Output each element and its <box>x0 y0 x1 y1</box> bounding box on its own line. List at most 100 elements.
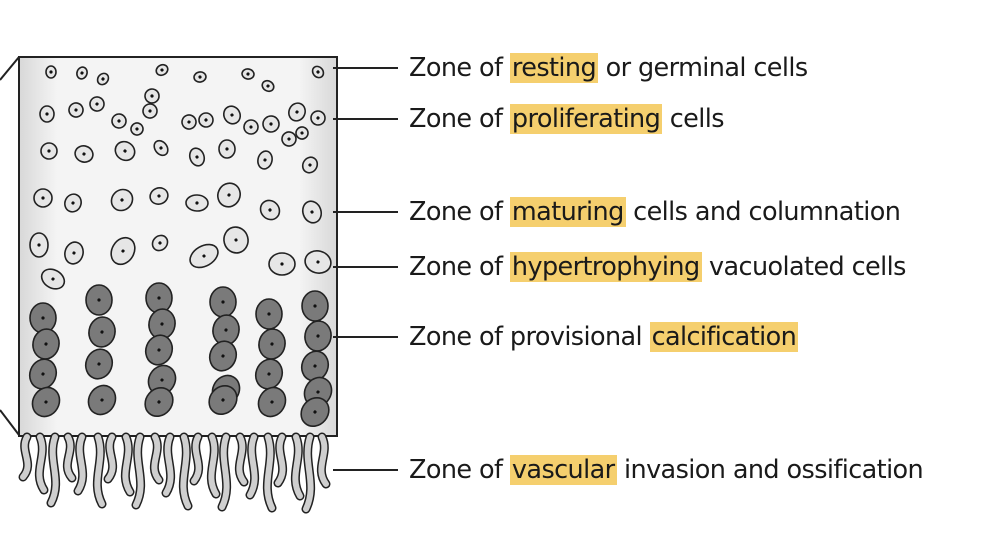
maturing-cell <box>64 193 82 213</box>
hypertrophying-cell <box>64 241 84 265</box>
maturing-cell <box>149 187 169 205</box>
label-vascular-zone: Zone of vascular invasion and ossificati… <box>409 452 924 488</box>
calcified-cell <box>208 384 238 416</box>
label-prefix: Zone of provisional <box>409 322 650 352</box>
proliferating-cell <box>301 156 319 174</box>
label-prefix: Zone of <box>409 104 510 134</box>
blood-vessel <box>48 434 59 506</box>
blood-vessel <box>163 434 174 496</box>
calcified-cell <box>257 386 287 418</box>
label-highlight: calcification <box>649 322 799 352</box>
blood-vessel <box>318 434 329 487</box>
label-prefix: Zone of <box>409 455 510 485</box>
blood-vessel <box>133 434 144 508</box>
calcified-cell <box>208 340 238 372</box>
calcified-cell <box>145 282 173 314</box>
proliferating-cell <box>40 142 58 160</box>
blood-vessel <box>236 434 247 485</box>
blood-vessel <box>20 434 31 480</box>
label-suffix: cells <box>662 104 725 134</box>
proliferating-cell <box>188 147 206 167</box>
calcified-cell <box>209 286 237 318</box>
label-prefix: Zone of <box>409 252 510 282</box>
label-suffix: vacuolated cells <box>701 252 906 282</box>
proliferating-cell <box>243 119 259 135</box>
left-edge-line <box>0 56 20 81</box>
calcified-cell <box>88 316 116 348</box>
label-highlight: vascular <box>509 455 617 485</box>
blood-vessel <box>94 434 105 507</box>
maturing-cell <box>110 188 134 212</box>
proliferating-cell <box>130 122 144 136</box>
blood-vessel <box>292 434 303 499</box>
leader-lines <box>333 67 398 471</box>
hypertrophying-cell <box>304 250 332 274</box>
proliferating-cell <box>39 105 55 123</box>
proliferating-cell <box>68 102 84 118</box>
label-suffix: invasion and ossification <box>616 455 924 485</box>
resting-cell <box>241 68 255 80</box>
label-proliferating-zone: Zone of proliferating cells <box>409 101 724 137</box>
proliferating-cell <box>281 131 297 147</box>
proliferating-cell <box>89 96 105 112</box>
label-suffix: or germinal cells <box>598 53 809 83</box>
proliferating-cell <box>142 103 158 119</box>
calcified-cell <box>144 386 174 418</box>
proliferating-cell <box>288 102 306 122</box>
calcified-cell <box>84 348 114 380</box>
label-suffix: cells and columnation <box>625 197 901 227</box>
label-prefix: Zone of <box>409 197 510 227</box>
calcified-cell <box>255 298 283 330</box>
calcified-cell <box>28 358 58 390</box>
proliferating-cell <box>114 140 136 162</box>
proliferating-cell <box>310 110 326 126</box>
hypertrophying-cell <box>223 226 249 254</box>
calcified-cell <box>300 350 330 382</box>
blood-vessel <box>275 434 286 486</box>
proliferating-cell <box>74 145 94 163</box>
hypertrophying-cell <box>110 236 136 266</box>
blood-vessel <box>122 434 133 495</box>
maturing-cell <box>33 188 53 208</box>
label-hypertrophying-zone: Zone of hypertrophying vacuolated cells <box>409 249 906 285</box>
resting-cell <box>311 65 325 79</box>
resting-cell <box>96 72 110 86</box>
proliferating-cell <box>153 139 169 157</box>
label-maturing-zone: Zone of maturing cells and columnation <box>409 194 901 230</box>
proliferating-cell <box>181 114 197 130</box>
blood-vessel <box>219 434 230 510</box>
blood-vessel <box>75 434 86 494</box>
proliferating-cell <box>262 115 280 133</box>
resting-cell <box>261 79 275 93</box>
proliferating-cell <box>144 88 160 104</box>
proliferating-cell <box>295 126 309 140</box>
label-calcification-zone: Zone of provisional calcification <box>409 319 799 355</box>
blood-vessel <box>264 434 275 511</box>
calcified-cell <box>144 334 174 366</box>
hypertrophying-cell <box>268 252 296 276</box>
calcified-cell <box>300 396 330 428</box>
hypertrophying-cell <box>40 268 66 290</box>
proliferating-cell <box>257 150 273 170</box>
blood-vessel <box>303 434 314 512</box>
calcified-cell <box>254 358 284 390</box>
label-prefix: Zone of <box>409 53 510 83</box>
vascular-invasion-vessels <box>18 432 331 514</box>
resting-cell <box>45 65 57 79</box>
label-highlight: resting <box>509 53 599 83</box>
maturing-cell <box>301 200 323 224</box>
resting-cell <box>155 63 169 77</box>
calcified-cell <box>85 284 113 316</box>
calcified-cell <box>29 302 57 334</box>
blood-vessel <box>151 434 162 483</box>
resting-cell <box>193 71 207 83</box>
blood-vessel <box>36 434 47 493</box>
proliferating-cell <box>198 112 214 128</box>
blood-vessel <box>180 434 191 509</box>
label-highlight: hypertrophying <box>509 252 702 282</box>
blood-vessel <box>191 434 202 484</box>
hypertrophying-cell <box>189 243 219 269</box>
label-highlight: maturing <box>509 197 626 227</box>
calcified-cell <box>301 290 329 322</box>
